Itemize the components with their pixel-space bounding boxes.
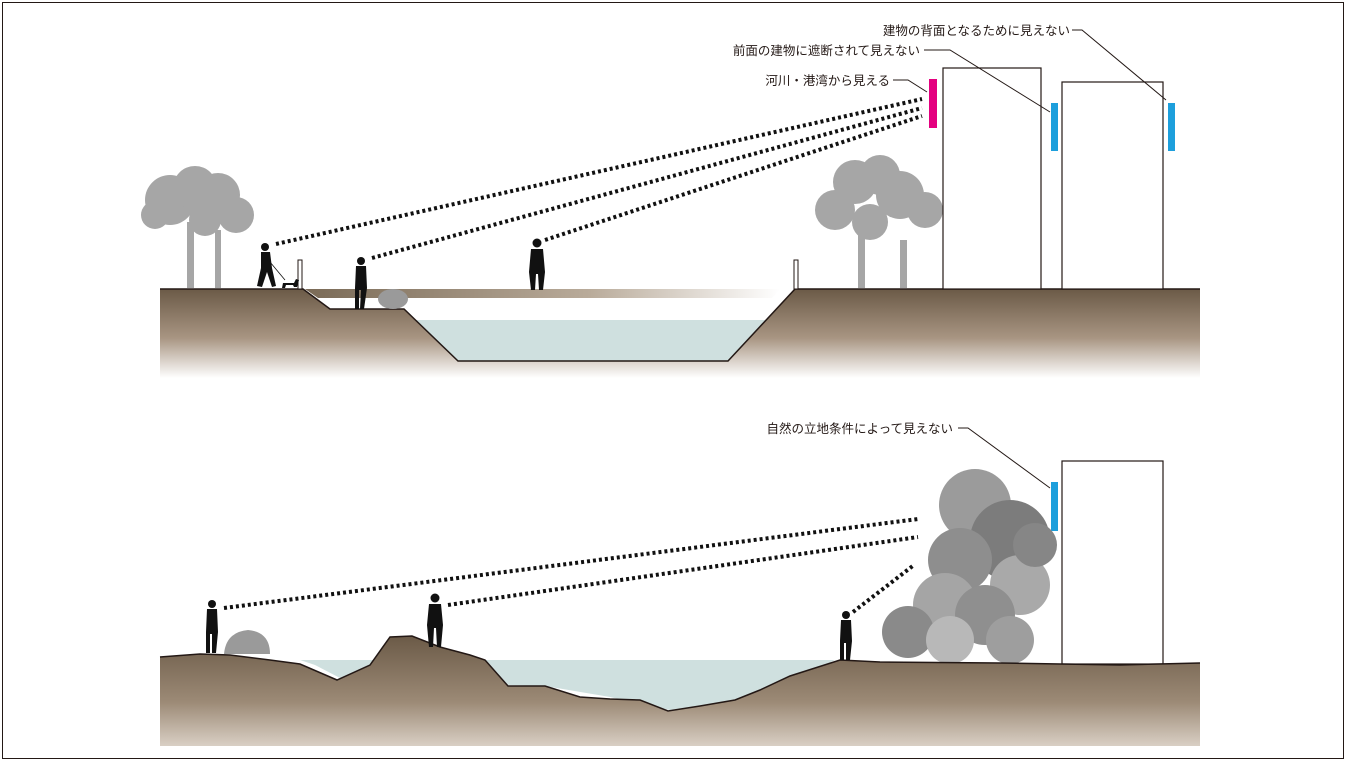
person-near-trees: [840, 611, 852, 660]
leader-line: [924, 49, 1051, 113]
railing-post: [793, 259, 799, 290]
ground-section: [160, 289, 1200, 378]
leader-line: [893, 79, 928, 93]
visible-facade-marker: [929, 79, 937, 128]
leader-line: [1072, 29, 1167, 101]
front-building: [942, 67, 1042, 290]
person-walking-dog: [257, 243, 299, 288]
sight-line: [851, 563, 916, 614]
person-standing: [355, 257, 367, 309]
top-panel: 建物の背面となるために見えない 前面の建物に遮断されて見えない 河川・港湾から見…: [141, 23, 1200, 378]
blocked-facade-marker: [1051, 103, 1058, 151]
sight-line: [447, 535, 919, 607]
river-water: [412, 320, 770, 361]
bridge-deck: [305, 289, 780, 298]
tree-canopy-group: [882, 469, 1057, 664]
rear-facade-marker: [1168, 103, 1175, 151]
bottom-panel: 自然の立地条件によって見えない: [159, 421, 1201, 746]
sight-line: [371, 106, 923, 260]
hidden-facade-marker: [1051, 482, 1058, 531]
sight-line: [275, 97, 923, 246]
rear-building: [1061, 81, 1164, 290]
person-on-hill: [427, 593, 443, 647]
sight-line: [223, 517, 919, 610]
person-standing: [206, 600, 218, 653]
label-visible-from-river: 河川・港湾から見える: [765, 73, 890, 88]
lake-water: [300, 660, 835, 710]
shrub: [224, 630, 270, 654]
shrub: [378, 289, 408, 309]
building: [1061, 460, 1164, 665]
label-hidden-behind-building: 建物の背面となるために見えない: [883, 23, 1070, 38]
tree-left-group: [141, 166, 254, 288]
tree-right-group: [815, 155, 943, 288]
leader-line: [958, 427, 1051, 489]
railing-post: [297, 259, 303, 290]
sight-line: [544, 114, 923, 242]
terrain-section: [160, 636, 1200, 746]
label-blocked-by-front-building: 前面の建物に遮断されて見えない: [733, 43, 920, 58]
person-on-bridge: [529, 238, 545, 290]
label-hidden-by-terrain: 自然の立地条件によって見えない: [766, 421, 953, 436]
